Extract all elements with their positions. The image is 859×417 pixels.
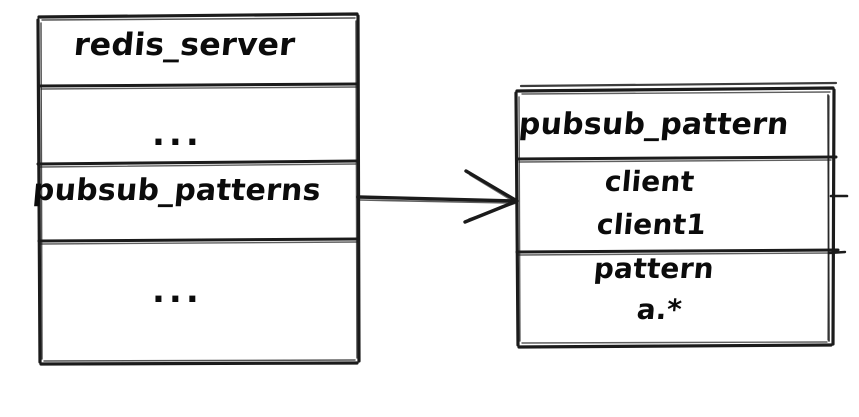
redis-server-row-pubsub-patterns[interactable]: pubsub_patterns [31,173,323,208]
redis-server-title: redis_server [72,27,297,63]
pubsub-pattern-box-outline[interactable] [514,81,849,349]
pubsub-pattern-field-client-key: client [603,165,696,198]
redis-server-divider-2 [36,159,360,168]
pubsub-pattern-divider-2 [515,248,840,256]
pubsub-pattern-field-client-value: client1 [595,208,708,241]
redis-server-row-ellipsis-top: ... [152,114,203,154]
relationship-arrow[interactable] [356,169,519,224]
arrowhead-upper-wing [464,169,519,203]
pubsub-pattern-field-pattern-value: a.* [635,293,684,326]
redis-server-row-ellipsis-bottom: ... [152,271,203,311]
pubsub-pattern-field-pattern-key: pattern [592,252,716,285]
pubsub-pattern-divider-1 [515,155,838,163]
redis-server-box-outline[interactable] [36,12,361,366]
redis-server-divider-1 [37,82,360,90]
redis-server-divider-3 [37,237,360,245]
pubsub-pattern-title: pubsub_pattern [517,107,791,142]
